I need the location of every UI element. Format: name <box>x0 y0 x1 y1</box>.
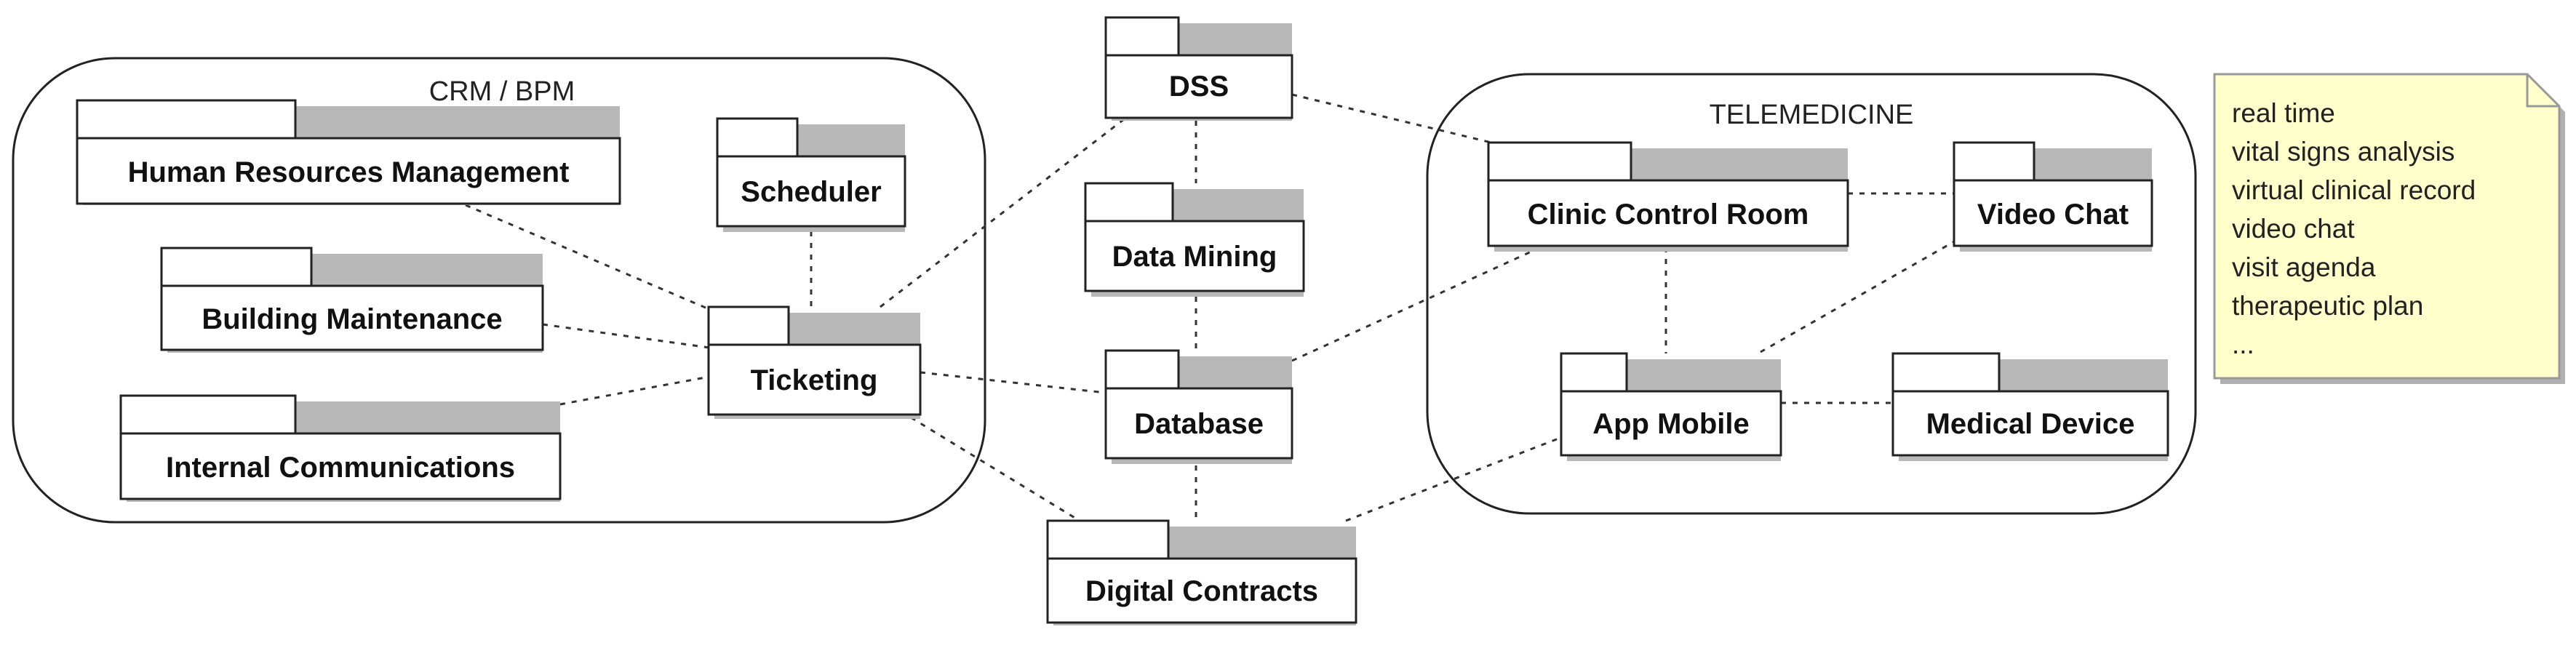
note-line: visit agenda <box>2232 252 2376 282</box>
package-clinic[interactable]: Clinic Control Room <box>1487 141 1849 252</box>
package-datamining-label: Data Mining <box>1112 241 1277 273</box>
dep-internal-ticketing <box>559 375 710 406</box>
package-appmobile[interactable]: App Mobile <box>1560 352 1782 461</box>
package-videochat[interactable]: Video Chat <box>1953 141 2153 252</box>
package-dss[interactable]: DSS <box>1104 16 1293 121</box>
package-dss-label: DSS <box>1169 71 1229 103</box>
dep-database-clinic <box>1291 246 1542 362</box>
package-clinic-label: Clinic Control Room <box>1528 199 1809 231</box>
package-contracts-label: Digital Contracts <box>1085 575 1318 607</box>
dep-videochat-note <box>1760 239 1958 353</box>
dep-ticketing-database <box>920 371 1106 394</box>
group-telemedicine-label: TELEMEDICINE <box>1710 100 1914 130</box>
dep-contracts-appmobile <box>1345 435 1565 522</box>
package-scheduler-label: Scheduler <box>741 176 881 208</box>
package-internal-label: Internal Communications <box>166 452 515 484</box>
package-medical[interactable]: Medical Device <box>1891 352 2169 461</box>
package-ticketing-label: Ticketing <box>751 364 878 396</box>
package-videochat-label: Video Chat <box>1977 199 2129 231</box>
package-scheduler[interactable]: Scheduler <box>716 117 906 232</box>
dependencies <box>465 93 1958 522</box>
note-line: therapeutic plan <box>2232 291 2423 321</box>
package-building[interactable]: Building Maintenance <box>160 247 544 353</box>
package-internal[interactable]: Internal Communications <box>119 394 562 502</box>
group-telemedicine <box>1426 73 2197 515</box>
package-hr-label: Human Resources Management <box>128 156 570 188</box>
package-building-label: Building Maintenance <box>202 303 502 335</box>
package-appmobile-label: App Mobile <box>1592 408 1750 440</box>
note-line: ... <box>2232 329 2254 359</box>
note-line: video chat <box>2232 214 2355 244</box>
dep-ticketing-contracts <box>910 416 1080 522</box>
note-line: real time <box>2232 98 2335 128</box>
note-body <box>2213 73 2561 380</box>
package-database-label: Database <box>1134 408 1264 440</box>
note-line: vital signs analysis <box>2232 137 2455 167</box>
group-crm-bpm-label: CRM / BPM <box>429 76 575 107</box>
dep-dss-clinic <box>1291 93 1492 144</box>
dep-hr-ticketing <box>465 204 708 310</box>
group-crm-bpm <box>12 57 986 524</box>
note-lines: real time vital signs analysis virtual cli… <box>2232 98 2476 359</box>
package-ticketing[interactable]: Ticketing <box>707 305 922 419</box>
note-fold <box>2526 74 2559 108</box>
note-line: virtual clinical record <box>2232 175 2476 205</box>
package-contracts[interactable]: Digital Contracts <box>1046 519 1357 625</box>
dep-ticketing-dss <box>880 118 1125 308</box>
package-datamining[interactable]: Data Mining <box>1084 182 1305 297</box>
package-database[interactable]: Database <box>1104 349 1293 464</box>
note: real time vital signs analysis virtual cli… <box>2213 73 2565 384</box>
package-hr[interactable]: Human Resources Management <box>76 99 621 205</box>
dep-building-ticketing <box>542 323 710 349</box>
package-medical-label: Medical Device <box>1926 408 2135 440</box>
